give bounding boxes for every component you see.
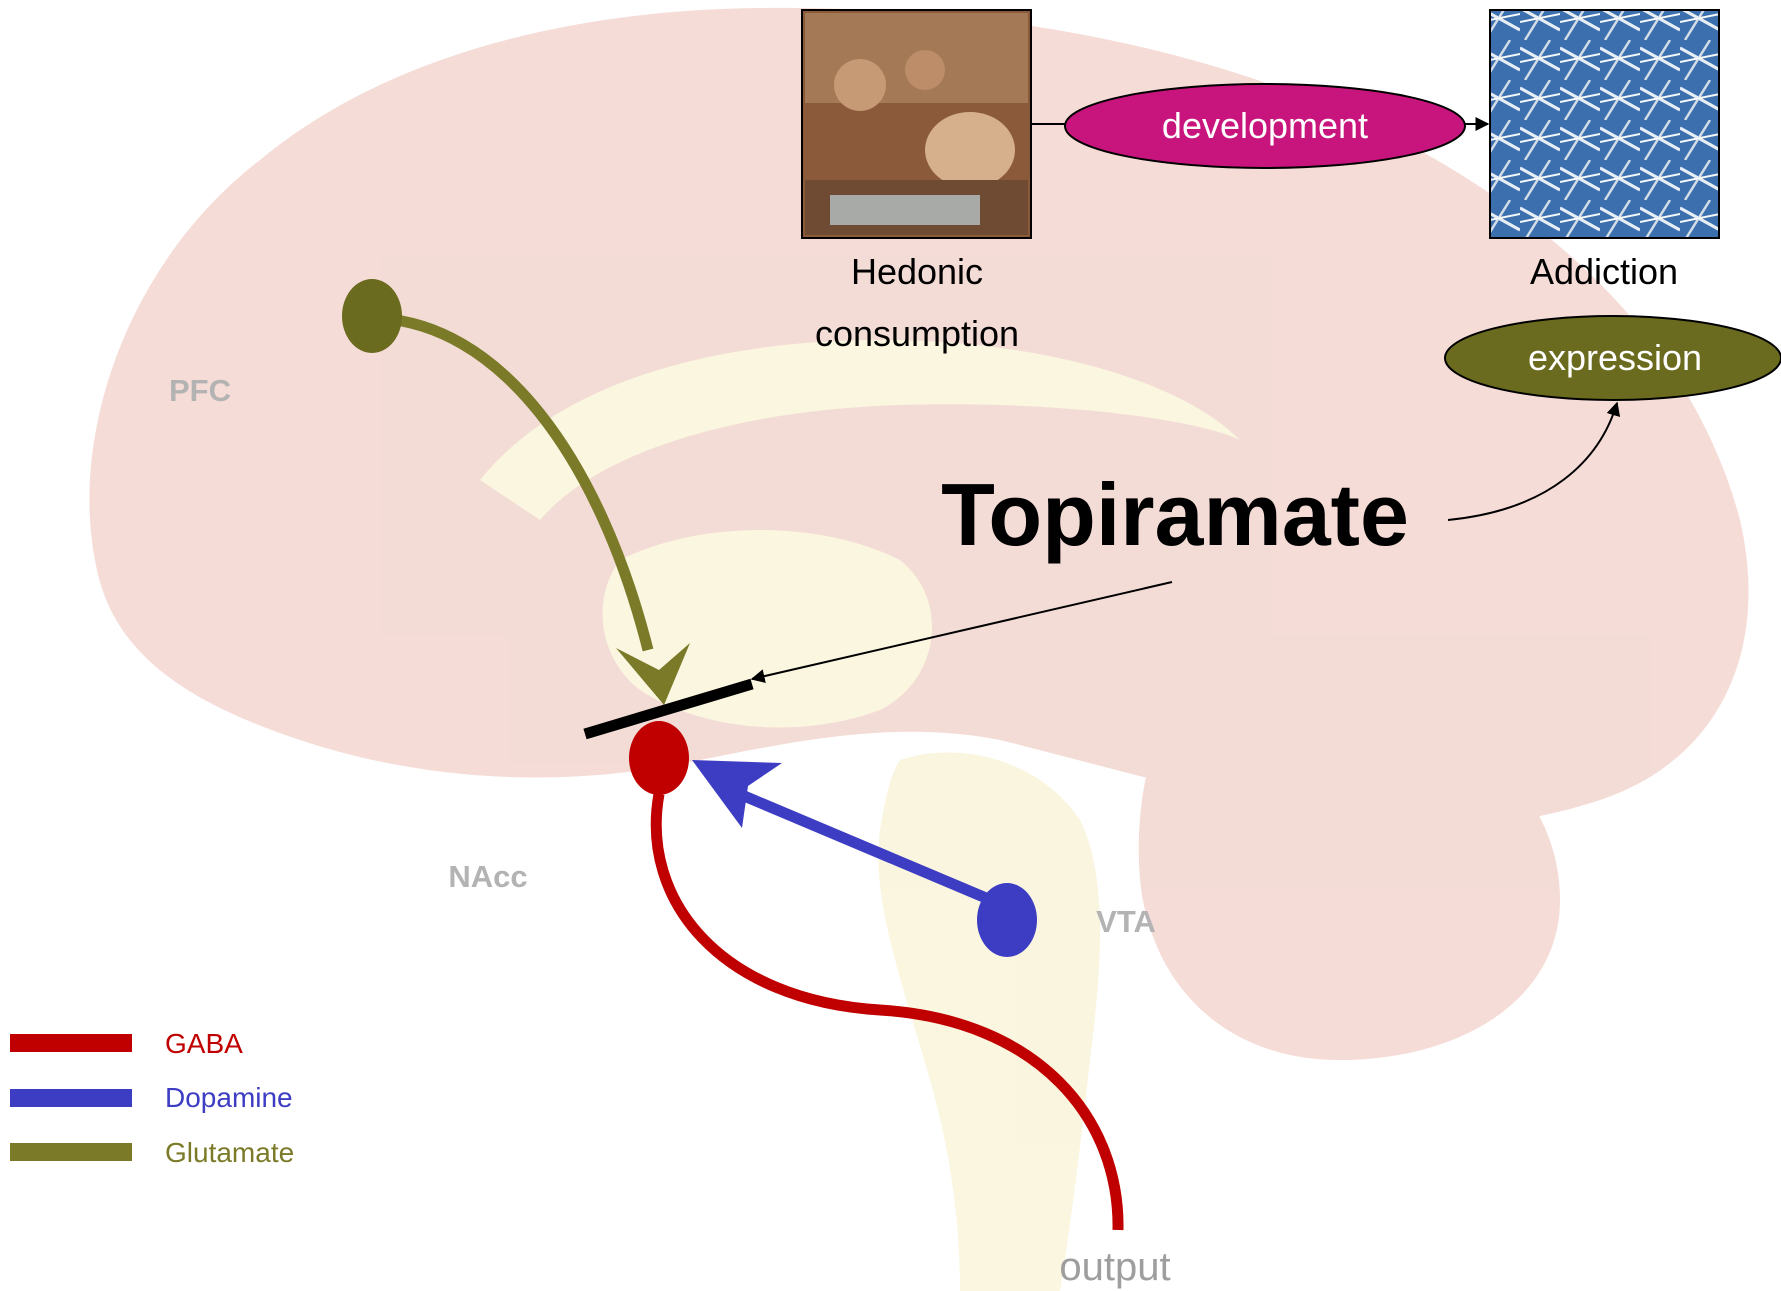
dopamine-arrowhead xyxy=(692,760,782,828)
hedonic-consumption-photo xyxy=(802,10,1031,238)
topiramate-label: Topiramate xyxy=(941,465,1409,564)
addiction-caption: Addiction xyxy=(1530,251,1678,292)
legend-dopamine-label: Dopamine xyxy=(165,1082,293,1113)
brainstem-shape xyxy=(878,753,1100,1291)
legend-gaba-swatch xyxy=(10,1034,132,1052)
vta-label: VTA xyxy=(1096,904,1156,939)
output-label: output xyxy=(1059,1245,1170,1289)
addiction-photo xyxy=(1490,10,1719,238)
vta-neuron xyxy=(977,883,1037,957)
pfc-label: PFC xyxy=(169,373,231,408)
legend-glutamate-label: Glutamate xyxy=(165,1137,294,1168)
nacc-neuron xyxy=(629,721,689,795)
pfc-neuron xyxy=(342,279,402,353)
nacc-label: NAcc xyxy=(448,859,527,894)
hedonic-caption-line2: consumption xyxy=(815,313,1019,354)
legend-gaba-label: GABA xyxy=(165,1028,243,1059)
development-label: development xyxy=(1162,105,1368,146)
legend-glutamate-swatch xyxy=(10,1143,132,1161)
hedonic-caption-line1: Hedonic xyxy=(851,251,983,292)
expression-label: expression xyxy=(1528,337,1702,378)
legend: GABA Dopamine Glutamate xyxy=(10,1028,294,1168)
legend-dopamine-swatch xyxy=(10,1089,132,1107)
